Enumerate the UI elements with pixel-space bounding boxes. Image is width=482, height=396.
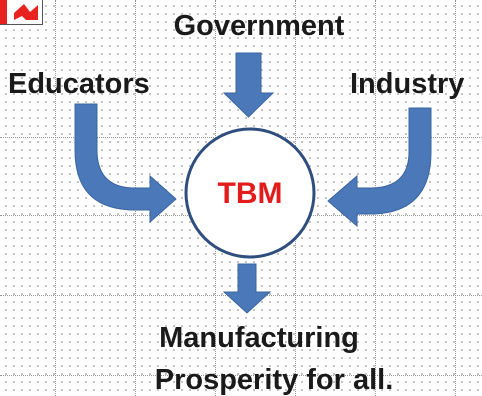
- industry-label: Industry: [350, 68, 465, 100]
- bottom-arrow: [222, 263, 272, 314]
- educators-label: Educators: [8, 68, 150, 100]
- center-circle: [184, 127, 316, 259]
- guide-line: [0, 375, 482, 377]
- guide-line: [55, 0, 57, 396]
- guide-line: [455, 0, 457, 396]
- canadian-flag-icon: [0, 0, 43, 25]
- right-arrow: [327, 107, 432, 228]
- center-label: TBM: [218, 177, 283, 210]
- government-label: Government: [173, 10, 345, 42]
- left-arrow: [74, 103, 177, 224]
- maple-leaf-icon: [14, 4, 38, 20]
- prosperity-label: Prosperity for all.: [154, 364, 394, 396]
- manufacturing-label: Manufacturing: [159, 322, 359, 354]
- top-arrow: [222, 52, 275, 118]
